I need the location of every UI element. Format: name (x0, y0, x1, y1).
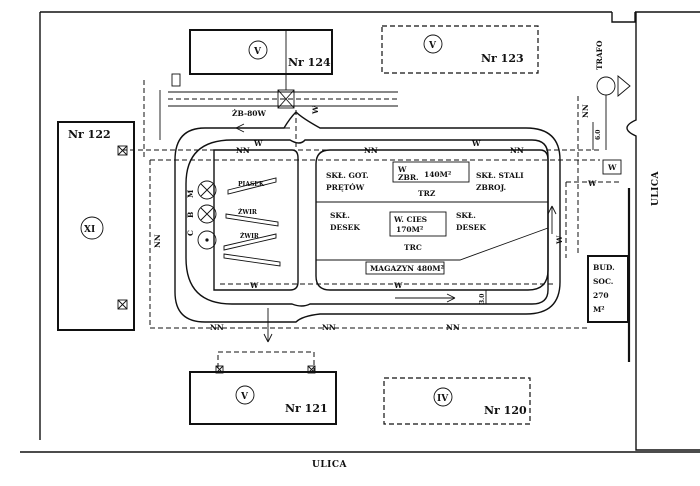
w-label: W (555, 235, 564, 245)
nn-label: NN (210, 323, 224, 332)
svg-text:W: W (607, 163, 617, 172)
building-nr120: IV Nr 120 (383, 377, 531, 425)
svg-text:TRAFO: TRAFO (595, 40, 604, 70)
svg-text:B: B (186, 212, 195, 218)
warehouse: MAGAZYN 480M² (365, 261, 445, 275)
w-label: W (471, 139, 481, 148)
water-lines (122, 110, 620, 285)
water-meter: W (602, 159, 622, 175)
social-building: BUD. SOC. 270 M² (587, 255, 629, 323)
crane-label: ŻB-80W (232, 109, 267, 118)
w-label: W (587, 179, 597, 188)
nn-label: NN (581, 104, 590, 118)
svg-text:V: V (253, 47, 262, 57)
category-circle (235, 385, 255, 405)
svg-text:170M²: 170M² (396, 225, 423, 234)
w-label: W (393, 281, 403, 290)
svg-text:M: M (186, 190, 195, 198)
nn-label: NN (153, 234, 162, 248)
svg-text:Nr 124: Nr 124 (288, 56, 331, 69)
w-label: W (311, 105, 320, 115)
storage-boards-left-2: DESEK (330, 223, 360, 232)
svg-text:ZBR.: ZBR. (398, 173, 419, 182)
nn-label: NN (446, 323, 460, 332)
svg-text:BUD.: BUD. (593, 263, 615, 272)
svg-text:MAGAZYN 480M²: MAGAZYN 480M² (370, 264, 444, 273)
site-boundary (20, 11, 700, 453)
svg-text:270: 270 (593, 291, 609, 300)
w-label: W (249, 281, 259, 290)
category-circle (248, 40, 268, 60)
nn-label: NN (322, 323, 336, 332)
svg-text:C: C (186, 230, 195, 236)
svg-text:XI: XI (84, 225, 95, 235)
building-nr122: XI Nr 122 (57, 121, 135, 331)
svg-text:Nr 123: Nr 123 (481, 52, 524, 65)
svg-text:M²: M² (593, 305, 605, 314)
access-road (174, 111, 561, 343)
category-circle (433, 387, 453, 407)
power-lines (143, 80, 600, 329)
building-nr124: V Nr 124 (189, 29, 333, 75)
storage-finished-bars: SKŁ. GOT. (326, 171, 369, 180)
svg-text:Nr 121: Nr 121 (285, 402, 328, 415)
svg-text:V: V (240, 392, 249, 402)
mixing-plant-area: C B M PIASEK ŻWIR ŻWIR (186, 149, 299, 291)
category-circle (423, 34, 443, 54)
w-label: W (253, 139, 263, 148)
svg-text:TRC: TRC (404, 243, 422, 252)
category-circle (80, 216, 104, 240)
svg-text:ŻWIR: ŻWIR (238, 209, 258, 216)
svg-text:PIASEK: PIASEK (238, 181, 265, 188)
road-label-bottom: ULICA (312, 460, 348, 470)
rebar-workshop: W ZBR. 140M² TRZ (392, 161, 470, 198)
svg-text:140M²: 140M² (424, 170, 451, 179)
svg-text:W: W (397, 165, 407, 174)
svg-text:IV: IV (437, 394, 449, 404)
svg-text:V: V (428, 41, 437, 51)
storage-boards-right: SKŁ. (456, 211, 476, 220)
storage-finished-bars-2: PRĘTÓW (326, 183, 365, 192)
carpentry-workshop: W. CIES 170M² TRC (389, 211, 447, 252)
svg-text:SOC.: SOC. (593, 277, 613, 286)
building-nr123: V Nr 123 (381, 25, 539, 74)
svg-text:3.0: 3.0 (479, 294, 486, 304)
svg-text:ŻWIR: ŻWIR (240, 233, 260, 240)
storage-boards-right-2: DESEK (456, 223, 486, 232)
road-label-right: ULICA (651, 170, 661, 206)
building-nr121: V Nr 121 (189, 351, 337, 425)
svg-text:TRZ: TRZ (418, 189, 436, 198)
svg-text:6.0: 6.0 (595, 130, 602, 140)
svg-text:Nr 122: Nr 122 (68, 128, 111, 141)
transformer: TRAFO (595, 40, 631, 150)
storage-boards-left: SKŁ. (330, 211, 350, 220)
svg-text:W. CIES: W. CIES (393, 215, 427, 224)
storage-yard (315, 149, 549, 291)
storage-rebar-steel-2: ZBROJ. (476, 183, 506, 192)
crane-track: ŻB-80W (159, 30, 398, 140)
dimension-marks: 6.0 3.0 (479, 122, 602, 304)
storage-rebar-steel: SKŁ. STALI (476, 171, 524, 180)
svg-text:Nr 120: Nr 120 (484, 404, 527, 417)
